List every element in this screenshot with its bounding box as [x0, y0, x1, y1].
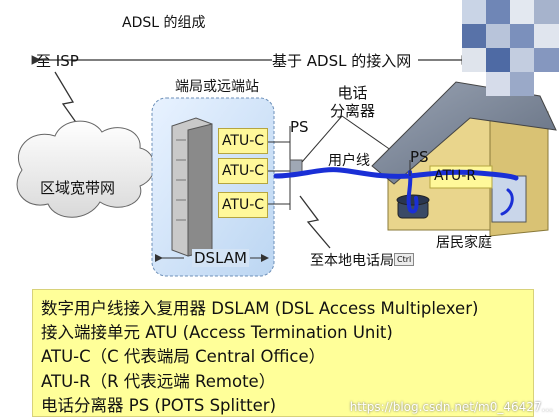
splitter-label: 电话 分离器: [330, 84, 376, 120]
blurred-region: [462, 0, 559, 96]
legend-line-atu-r: ATU-R（R 代表远端 Remote）: [41, 372, 276, 391]
legend-line-dslam: 数字用户线接入复用器 DSLAM (DSL Access Multiplexer…: [41, 299, 479, 318]
ps-right-label: PS: [410, 148, 429, 166]
home-label: 居民家庭: [436, 235, 492, 251]
watermark-text: https://blog.csdn.net/m0_46427...: [349, 400, 553, 414]
phone-lightning-icon: [299, 195, 331, 249]
dslam-label: DSLAM: [192, 249, 249, 267]
subscriber-line-label: 用户线: [328, 153, 370, 169]
legend-box: 数字用户线接入复用器 DSLAM (DSL Access Multiplexer…: [32, 289, 534, 417]
cloud-label: 区域宽带网: [40, 179, 116, 197]
to-phone-office-label: 至本地电话局: [310, 253, 394, 269]
legend-line-atu: 接入端接单元 ATU (Access Termination Unit): [41, 323, 393, 342]
atu-c-3: ATU-C: [218, 192, 268, 218]
atu-r-label: ATU-R: [434, 168, 477, 184]
site-label: 端局或远端站: [175, 79, 259, 95]
isp-lightning-icon: [54, 71, 81, 129]
legend-line-atu-c: ATU-C（C 代表端局 Central Office）: [41, 347, 326, 366]
atu-c-1: ATU-C: [218, 128, 268, 154]
ps-left-label: PS: [290, 118, 309, 136]
legend-line-ps: 电话分离器 PS (POTS Splitter): [41, 396, 277, 415]
diagram-title: ADSL 的组成: [122, 15, 206, 31]
isp-label: 至 ISP: [36, 52, 79, 70]
cloud-icon: [16, 120, 155, 218]
atu-c-2: ATU-C: [218, 158, 268, 184]
telephone-icon: [396, 194, 430, 219]
access-network-label: 基于 ADSL 的接入网: [272, 52, 412, 70]
dslam-rack-icon: [171, 117, 213, 257]
ctrl-badge[interactable]: Ctrl: [394, 253, 415, 266]
